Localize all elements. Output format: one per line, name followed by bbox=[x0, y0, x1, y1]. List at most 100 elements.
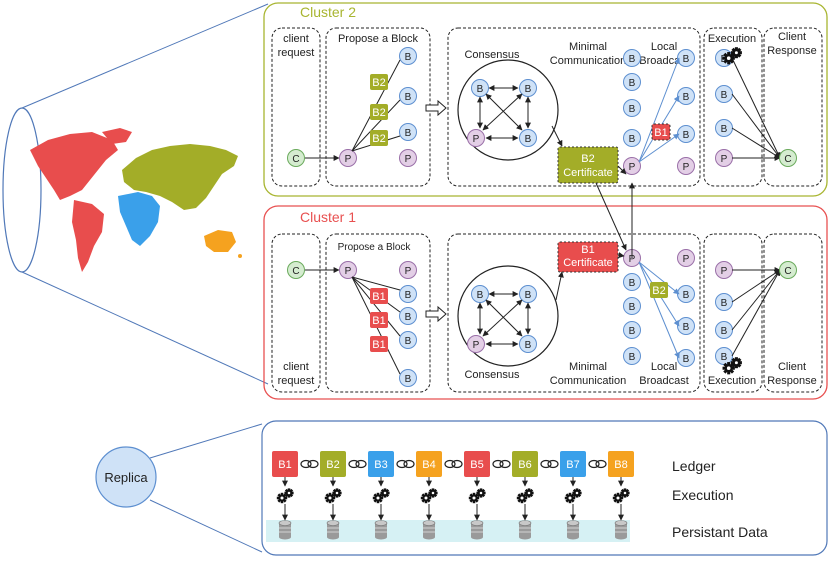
cluster-1-response-client-label: C bbox=[784, 266, 791, 277]
cluster-1-propose-link-0 bbox=[351, 276, 401, 291]
ledger-block-5-label: B5 bbox=[470, 459, 483, 471]
cluster-1-propose-backup-0 bbox=[399, 285, 417, 303]
cluster-2-primary-node bbox=[339, 149, 357, 167]
world-map bbox=[2, 3, 269, 385]
replica-frame bbox=[261, 420, 828, 556]
cluster-1-local-left-1-label: B bbox=[629, 302, 636, 313]
cluster-1-local-right-3-label: B bbox=[683, 354, 690, 365]
cluster-2-propose-backup-2 bbox=[399, 123, 417, 141]
cluster-1-primary-node-2-label: P bbox=[405, 266, 412, 277]
execution-gear-icon bbox=[468, 488, 486, 504]
cluster-1-proposed-block-1 bbox=[370, 312, 388, 328]
ledger-block-1 bbox=[272, 451, 298, 477]
chain-link-icon-b bbox=[499, 459, 511, 469]
cluster-2-local-left-3 bbox=[623, 129, 641, 147]
cluster-2-consensus-link-5 bbox=[482, 93, 523, 131]
cluster-1-local-label: Local bbox=[651, 361, 677, 373]
cluster-2-execution-label: Execution bbox=[708, 33, 756, 45]
database-icon bbox=[374, 520, 388, 540]
cluster-1-exec-node-1-label: B bbox=[721, 298, 728, 309]
ledger-block-1-label: B1 bbox=[278, 459, 291, 471]
ledger-block-8-label: B8 bbox=[614, 459, 627, 471]
cluster-1-consensus-node-2 bbox=[467, 335, 485, 353]
cluster-2-local-primary bbox=[623, 157, 641, 175]
cluster-1-client-request-label-2: request bbox=[278, 375, 315, 387]
continent-south-america bbox=[72, 200, 104, 272]
replica-edge-bottom bbox=[149, 499, 263, 553]
cluster-1-response-link-2 bbox=[731, 269, 781, 331]
cluster-2-propose-backup-1-label: B bbox=[405, 92, 412, 103]
cluster-1-frame bbox=[263, 205, 828, 400]
cluster-1-cert-in bbox=[555, 271, 564, 301]
replica-edge-top bbox=[149, 423, 263, 459]
ledger-block-8 bbox=[608, 451, 634, 477]
continent-greenland bbox=[102, 128, 132, 144]
database-icon bbox=[326, 520, 340, 540]
cone-edge-bottom bbox=[21, 271, 269, 385]
cluster-1-foreign-block-label: B2 bbox=[652, 285, 665, 297]
cluster-1-propose-backup-1-label: B bbox=[405, 312, 412, 323]
chain-link-icon-b bbox=[547, 459, 559, 469]
execution-gear-icon bbox=[372, 488, 390, 504]
cluster-2-response-client-label: C bbox=[784, 154, 791, 165]
cluster-2-propose-link-1 bbox=[351, 99, 401, 152]
chain-link-icon-b bbox=[451, 459, 463, 469]
cluster-2-exec-node-1-label: B bbox=[721, 90, 728, 101]
cluster-2-consensus-box bbox=[447, 27, 701, 187]
cluster-1-primary-node-label: P bbox=[345, 266, 352, 277]
cluster-2-cert-cross bbox=[595, 182, 627, 251]
continent-north-america bbox=[30, 132, 118, 200]
cluster-1-client-node-label: C bbox=[292, 266, 299, 277]
cluster-1-consensus-label: Consensus bbox=[464, 369, 520, 381]
ledger-block-7 bbox=[560, 451, 586, 477]
cluster-2-primary-node-label: P bbox=[345, 154, 352, 165]
cluster-1-propose-backup-2-label: B bbox=[405, 336, 412, 347]
cluster-1-cert-out bbox=[617, 252, 625, 259]
chain-link-icon bbox=[444, 459, 456, 469]
cluster-1-certificate-line-1: B1 bbox=[581, 244, 594, 256]
ledger-block-2 bbox=[320, 451, 346, 477]
cluster-2-local-right-3 bbox=[677, 157, 695, 175]
cluster-2-local-left-3-label: B bbox=[629, 134, 636, 145]
cluster-1-local-right-0-label: P bbox=[683, 254, 690, 265]
database-icon bbox=[518, 520, 532, 540]
cluster-2-foreign-block bbox=[651, 123, 671, 141]
ledger-block-3 bbox=[368, 451, 394, 477]
cluster-2-exec-node-2-label: B bbox=[721, 124, 728, 135]
cluster-2-local-right-0-label: B bbox=[683, 54, 690, 65]
chain-link-icon-b bbox=[307, 459, 319, 469]
cluster-1-consensus-node-1-label: B bbox=[525, 290, 532, 301]
execution-gear-icon bbox=[564, 488, 582, 504]
cluster-1-proposed-block-2-label: B1 bbox=[372, 339, 385, 351]
cluster-2-primary-node-2-label: P bbox=[405, 154, 412, 165]
cluster-1-proposed-block-0 bbox=[370, 288, 388, 304]
cluster-1-response-link-3 bbox=[731, 269, 781, 357]
cluster-2-proposed-block-0-label: B2 bbox=[372, 77, 385, 89]
cluster-1-primary-node-2 bbox=[399, 261, 417, 279]
cluster-1-execution-box bbox=[703, 233, 763, 393]
ledger-block-3-label: B3 bbox=[374, 459, 387, 471]
cluster-1-propose-backup-2 bbox=[399, 331, 417, 349]
execution-gear-icon bbox=[276, 488, 294, 504]
cluster-1-consensus-node-3-label: B bbox=[525, 340, 532, 351]
cluster-1-local-label-2: Broadcast bbox=[639, 375, 689, 387]
cluster-2-proposed-block-2-label: B2 bbox=[372, 133, 385, 145]
cluster-2-consensus-node-1-label: B bbox=[525, 84, 532, 95]
cluster-1-local-primary-label: P bbox=[629, 254, 636, 265]
cone-ellipse bbox=[2, 107, 42, 273]
cluster-2-consensus-node-3 bbox=[519, 129, 537, 147]
cluster-2-local-left-0-label: B bbox=[629, 54, 636, 65]
execution-gear-icon bbox=[324, 488, 342, 504]
cluster-1-response-label-2: Response bbox=[767, 375, 817, 387]
cluster-2-propose-backup-1 bbox=[399, 87, 417, 105]
cluster-2-title: Cluster 2 bbox=[300, 4, 356, 20]
cluster-1-local-right-2-label: B bbox=[683, 322, 690, 333]
cluster-1-propose-backup-3-label: B bbox=[405, 374, 412, 385]
cluster-1-local-left-0 bbox=[623, 273, 641, 291]
cluster-1-certificate-line-2: Certificate bbox=[563, 257, 613, 269]
cluster-2-propose-label: Propose a Block bbox=[338, 33, 419, 45]
cluster-1-local-right-0 bbox=[677, 249, 695, 267]
continent-island bbox=[238, 254, 242, 258]
cluster-1-local-left-1 bbox=[623, 297, 641, 315]
